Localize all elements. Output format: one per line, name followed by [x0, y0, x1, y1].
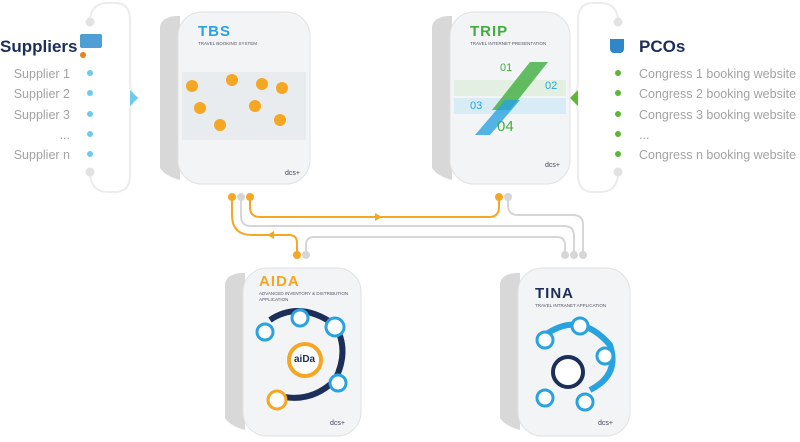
dcs-logo: dcs+: [330, 420, 345, 427]
bullet-dot: [615, 131, 621, 137]
connector-tbs-tina: [240, 197, 575, 255]
aida-center-label: aiDa: [294, 354, 316, 365]
pcos-title: PCOs: [639, 37, 686, 56]
pco-item: ...: [639, 128, 650, 142]
bullet-dot: [615, 111, 621, 117]
suppliers-title: Suppliers: [0, 37, 78, 56]
bullet-dot: [615, 90, 621, 96]
trip-step-03: 03: [470, 100, 483, 112]
trip-title: TRIP: [470, 23, 509, 40]
dcs-logo: dcs+: [285, 170, 300, 177]
arrow-left-icon: [267, 231, 274, 239]
bullet-dot: [87, 131, 93, 137]
bullet-dot: [615, 151, 621, 157]
bullet-dot: [87, 151, 93, 157]
bullet-dot: [615, 70, 621, 76]
arrow-right-icon: [375, 213, 382, 221]
connector-aida-tina: [305, 236, 566, 255]
aida-box: [225, 267, 362, 437]
arrow-left-icon: [570, 90, 578, 106]
connector-trip-tina: [507, 197, 584, 255]
aida-title: AIDA: [259, 273, 300, 290]
dcs-logo: dcs+: [545, 162, 560, 169]
bullet-dot: [87, 111, 93, 117]
bullet-dot: [87, 90, 93, 96]
trip-box: [432, 11, 571, 185]
connector-tbs-trip: [249, 197, 500, 218]
supplier-item: ...: [59, 128, 70, 142]
pco-icon: [610, 39, 624, 53]
tbs-subtitle: Travel Booking System: [198, 41, 258, 46]
supplier-icon-hand: [80, 52, 86, 58]
pco-item: Congress 2 booking website: [639, 87, 797, 101]
supplier-item: Supplier 2: [13, 87, 70, 101]
trip-step-04: 04: [497, 118, 514, 135]
bullet-dot: [87, 70, 93, 76]
supplier-item: Supplier 1: [13, 67, 70, 81]
trip-step-01: 01: [500, 62, 513, 74]
arrow-right-icon: [130, 90, 138, 106]
tina-subtitle: Travel Intranet Application: [535, 303, 607, 308]
tbs-title: TBS: [198, 23, 231, 40]
supplier-item: Supplier 3: [13, 108, 70, 122]
pco-item: Congress 3 booking website: [639, 108, 797, 122]
supplier-icon: [80, 34, 102, 48]
pco-item: Congress 1 booking website: [639, 67, 797, 81]
tina-box: [500, 267, 631, 437]
aida-subtitle: Advanced Inventory & Distribution Applic…: [259, 291, 349, 302]
trip-step-02: 02: [545, 80, 558, 92]
supplier-item: Supplier n: [13, 148, 70, 162]
pco-item: Congress n booking website: [639, 148, 797, 162]
trip-subtitle: Travel Internet Presentation: [470, 41, 547, 46]
dcs-logo: dcs+: [598, 420, 613, 427]
tbs-box: [160, 11, 311, 185]
tina-title: TINA: [535, 285, 574, 302]
